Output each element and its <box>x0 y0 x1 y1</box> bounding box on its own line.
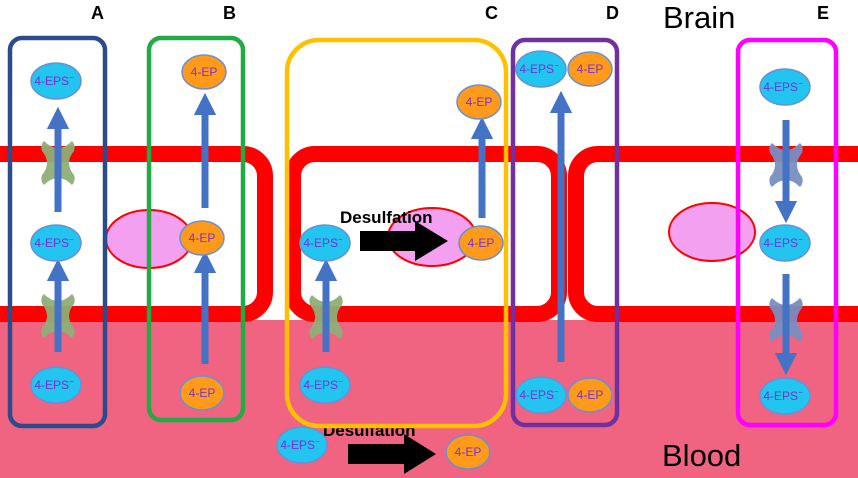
panel-b-box <box>146 35 246 423</box>
nucleus-right <box>668 202 756 262</box>
eps-molecule-e-blood <box>759 377 811 415</box>
eps-label-d-brain: 4-EPS− <box>519 61 559 76</box>
panel-e-box <box>735 37 839 428</box>
desulfation-label-cell: Desulfation <box>340 208 433 227</box>
ep-molecule-blood-free <box>445 434 491 470</box>
ep-molecule-b-brain <box>181 54 227 90</box>
eps-label-c-blood: 4-EPS− <box>303 377 343 392</box>
ep-molecule-d-blood <box>567 377 613 413</box>
panel-label-d: D <box>606 3 619 23</box>
ep-label-d-blood: 4-EP <box>577 388 604 402</box>
eps-label-a-brain: 4-EPS− <box>34 73 74 88</box>
ep-molecule-b-cell <box>179 220 225 256</box>
eps-molecules <box>30 50 811 464</box>
blood-label: Blood <box>662 438 741 473</box>
eps-molecule-d-brain <box>515 50 567 88</box>
ep-label-b-cell: 4-EP <box>189 231 216 245</box>
eps-label-d-blood: 4-EPS− <box>519 387 559 402</box>
ep-label-b-blood: 4-EP <box>189 386 216 400</box>
panel-d-box <box>510 37 620 428</box>
eps-molecule-c-cell <box>299 224 351 262</box>
panel-label-e: E <box>817 3 829 23</box>
ep-molecule-b-blood <box>179 375 225 411</box>
eps-molecule-d-blood <box>515 376 567 414</box>
eps-molecule-a-brain <box>30 62 82 100</box>
eps-label-a-cell: 4-EPS− <box>34 235 74 250</box>
eps-label-e-cell: 4-EPS− <box>763 235 803 250</box>
eps-molecule-blood-free <box>276 426 328 464</box>
eps-molecule-e-brain <box>759 68 811 106</box>
eps-molecule-a-blood <box>30 366 82 404</box>
panel-label-b: B <box>223 3 236 23</box>
eps-label-c-cell: 4-EPS− <box>303 235 343 250</box>
eps-label-e-blood: 4-EPS− <box>763 388 803 403</box>
desulfation-arrow-cell <box>360 221 448 261</box>
brain-label: Brain <box>663 0 735 35</box>
ep-label-c-brain: 4-EP <box>466 95 493 109</box>
eps-label-e-brain: 4-EPS− <box>763 79 803 94</box>
eps-molecule-c-blood <box>299 366 351 404</box>
ep-label-blood-free: 4-EP <box>455 445 482 459</box>
ep-label-c-cell: 4-EP <box>468 236 495 250</box>
ep-molecule-c-cell <box>458 225 504 261</box>
eps-molecule-e-cell <box>759 224 811 262</box>
ep-molecule-d-brain <box>567 51 613 87</box>
panel-label-a: A <box>91 3 104 23</box>
panel-c-box <box>284 37 509 429</box>
panel-a-box <box>7 35 108 429</box>
ep-molecule-c-brain <box>456 84 502 120</box>
ep-molecules <box>179 51 613 470</box>
eps-molecule-a-cell <box>30 224 82 262</box>
ep-label-d-brain: 4-EP <box>577 62 604 76</box>
eps-label-blood-free: 4-EPS− <box>280 437 320 452</box>
desulfation-arrow-blood <box>348 434 436 474</box>
eps-label-a-blood: 4-EPS− <box>34 377 74 392</box>
panel-label-c: C <box>485 3 498 23</box>
ep-label-b-brain: 4-EP <box>191 65 218 79</box>
